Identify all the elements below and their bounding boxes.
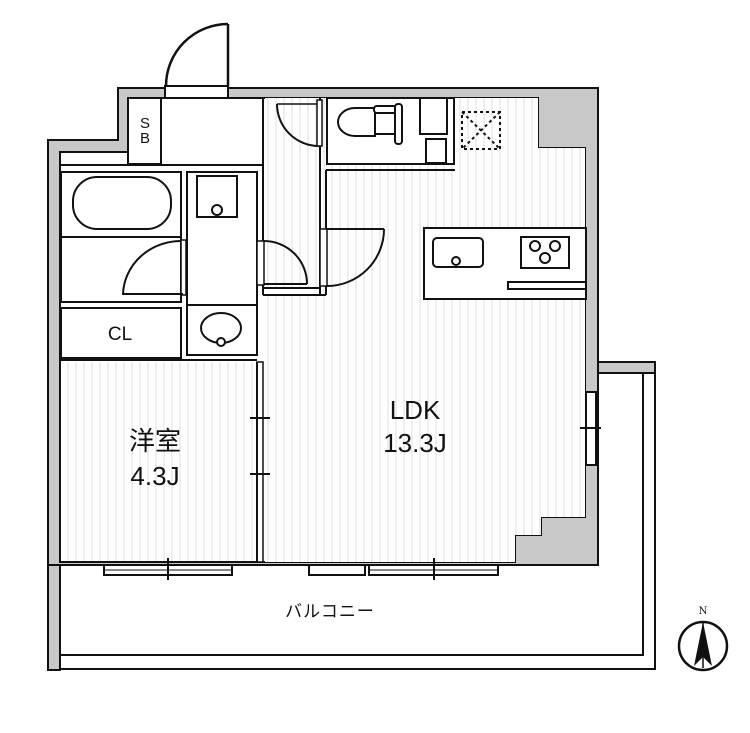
toilet-icon (337, 107, 376, 137)
corridor-walls (263, 98, 455, 296)
east-window (580, 391, 601, 466)
bathroom (60, 171, 187, 303)
bathtub-icon (72, 176, 172, 230)
room-partition (61, 359, 270, 563)
ldk-size: 13.3J (383, 428, 447, 458)
north-compass-icon (677, 620, 729, 672)
washroom (186, 171, 308, 356)
ldk-name: LDK (389, 395, 441, 425)
western-room-size: 4.3J (130, 461, 180, 491)
shoe-box-label-line2: B (139, 130, 150, 147)
shoe-box-label: S B (137, 116, 153, 146)
kitchen-counter (423, 227, 587, 300)
balcony-label: バルコニー (285, 602, 375, 622)
ventilation-icon (461, 111, 501, 150)
shoe-box-label-line1: S (139, 115, 150, 132)
western-room-name: 洋室 (128, 426, 181, 456)
south-windows (103, 558, 499, 580)
flooring (61, 98, 585, 562)
sink-icon (432, 237, 484, 268)
toilet-room (326, 97, 455, 165)
washing-machine-pan-icon (196, 175, 238, 218)
balcony-outline (59, 373, 656, 670)
entrance-door[interactable] (164, 22, 230, 99)
compass-north-label: N (698, 606, 708, 617)
closet (60, 307, 182, 359)
closet-label: CL (107, 324, 133, 345)
